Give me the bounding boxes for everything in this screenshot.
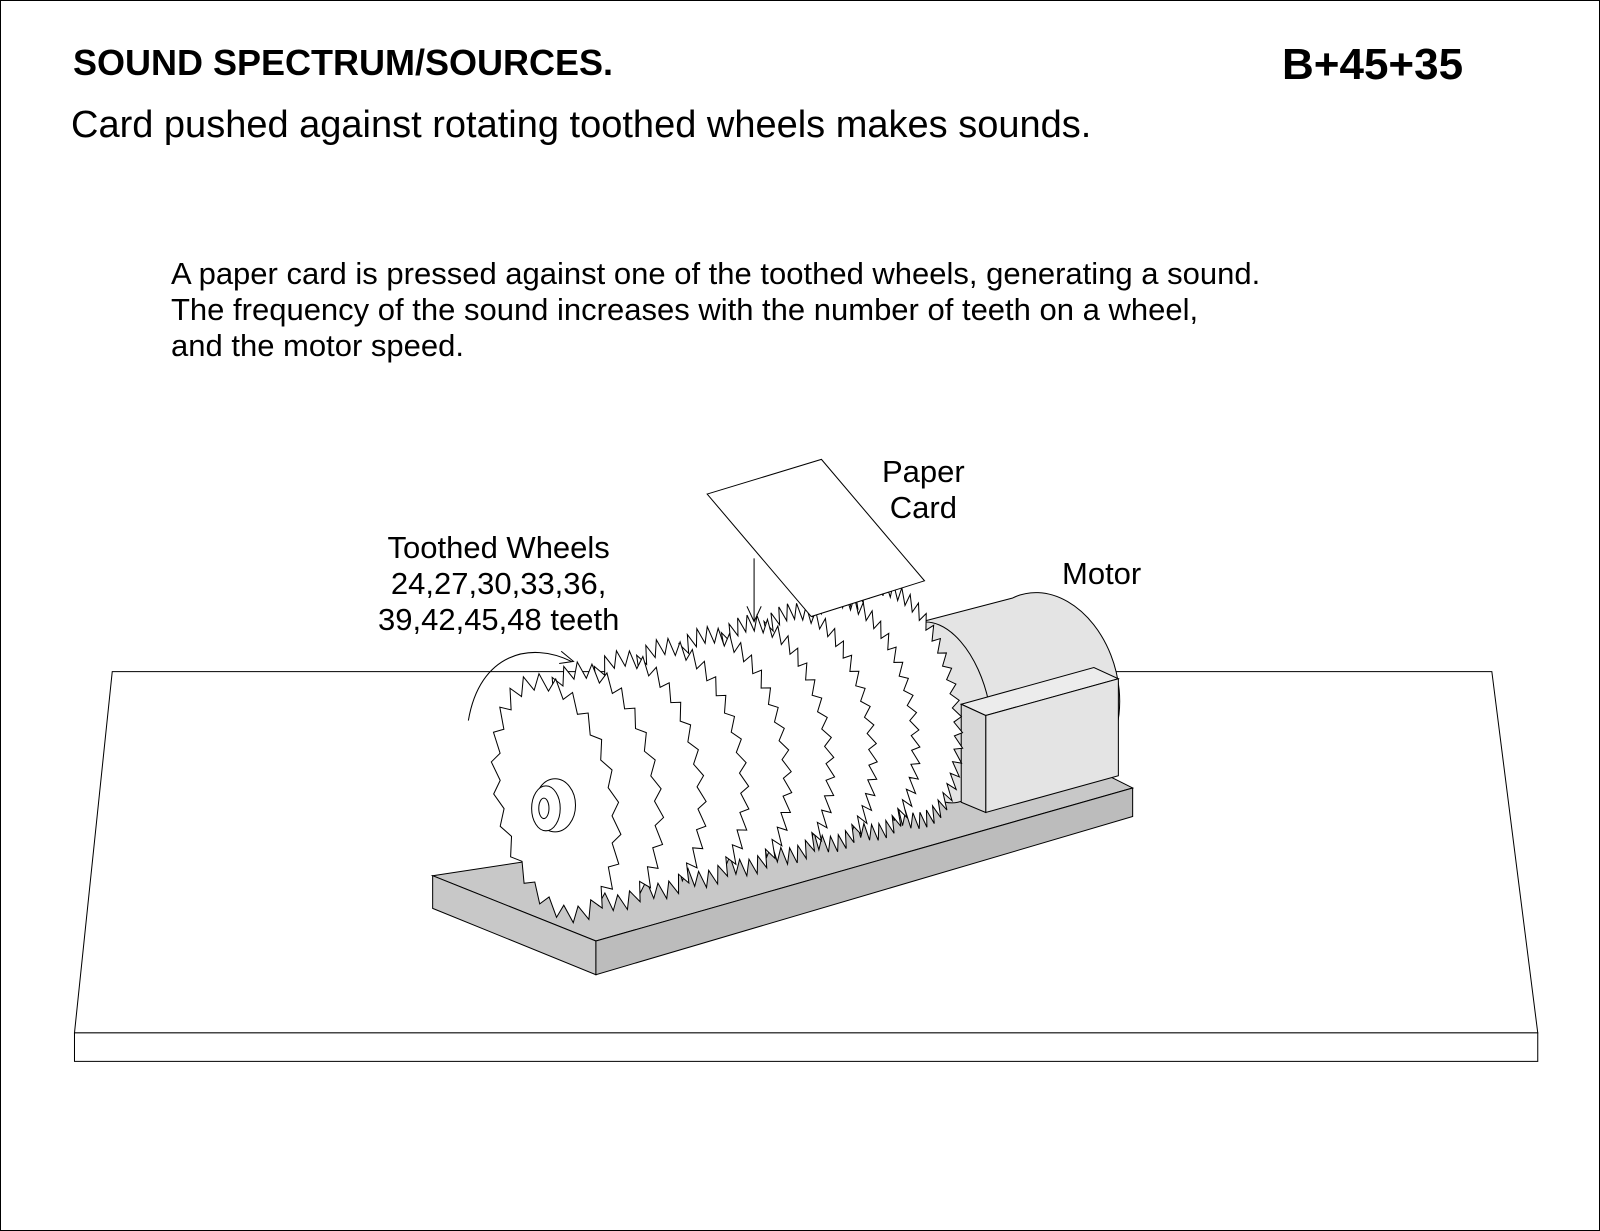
label-motor: Motor (1062, 556, 1142, 591)
experiment-code: B+45+35 (1282, 40, 1464, 89)
rotation-arrow (467, 651, 572, 721)
motor-box (959, 666, 1120, 814)
card-arrowhead-icon (746, 606, 762, 623)
description: A paper card is pressed against one of t… (171, 256, 1260, 364)
base-board-side (595, 787, 1134, 976)
toothed-wheels (490, 579, 964, 924)
table-edge (73, 1032, 1539, 1062)
page-title: SOUND SPECTRUM/SOURCES. (73, 42, 614, 83)
label-line: Toothed Wheels (387, 530, 610, 565)
page-subtitle: Card pushed against rotating toothed whe… (71, 104, 1092, 146)
description-line: and the motor speed. (171, 328, 464, 363)
paper-card (706, 458, 926, 618)
description-line: A paper card is pressed against one of t… (171, 256, 1261, 291)
description-line: The frequency of the sound increases wit… (171, 292, 1199, 327)
label-line: 39,42,45,48 teeth (378, 602, 620, 637)
label-line: 24,27,30,33,36, (390, 566, 607, 601)
rotation-arrowhead-icon (559, 650, 575, 664)
axle-hub (531, 778, 577, 833)
label-toothed-wheels: Toothed Wheels 24,27,30,33,36, 39,42,45,… (378, 530, 619, 638)
label-line: Card (889, 490, 957, 525)
label-line: Paper (882, 454, 965, 489)
label-paper-card: Paper Card (882, 454, 965, 526)
